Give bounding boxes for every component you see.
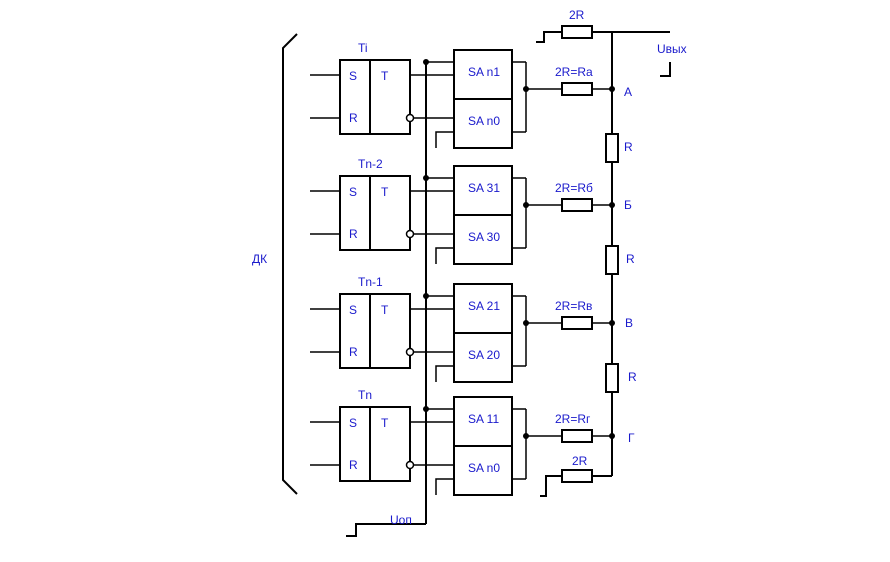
trigger-s-label: S <box>349 69 357 83</box>
branch-junction <box>523 202 529 208</box>
top-ground-symbol <box>536 31 562 43</box>
trigger-r-label: R <box>349 111 358 125</box>
branch-junction <box>523 86 529 92</box>
input-brace <box>282 33 298 495</box>
switch-ground-wire <box>435 365 454 382</box>
node-dot <box>609 202 615 208</box>
top-resistor-label: 2R <box>569 8 585 22</box>
switch-top-label: SA 31 <box>468 181 500 195</box>
switch-top-label: SA 11 <box>468 412 499 426</box>
switch-bottom <box>453 332 513 383</box>
stage-3: Tn-1 S T R SA 21 SA 20 2R=Rв В <box>310 275 633 383</box>
uop-ground-symbol <box>346 523 380 537</box>
trigger-block <box>339 59 411 135</box>
ladder-resistor-2 <box>605 245 619 275</box>
trigger-s-label: S <box>349 416 357 430</box>
switch-top <box>453 283 513 334</box>
branch-resistor <box>561 82 593 96</box>
ladder-resistor-3 <box>605 363 619 393</box>
bottom-resistor-label: 2R <box>572 454 588 468</box>
node-dot <box>609 433 615 439</box>
node-label: A <box>624 85 632 99</box>
ladder-resistor-1 <box>605 133 619 163</box>
bottom-resistor <box>561 469 593 483</box>
switch-top-label: SA 21 <box>468 299 500 313</box>
branch-resistor-label: 2R=Rг <box>555 412 591 426</box>
bottom-ground-symbol <box>540 475 562 497</box>
branch-junction <box>523 433 529 439</box>
ladder-resistor-label-3: R <box>628 370 637 384</box>
trigger-name: Tn-1 <box>358 275 383 289</box>
brace-label: ДК <box>252 252 267 266</box>
node-label: Г <box>628 431 635 445</box>
bus-junction <box>423 59 429 65</box>
trigger-r-label: R <box>349 227 358 241</box>
inverse-output-circle <box>405 460 415 470</box>
trigger-block <box>339 406 411 482</box>
switch-top <box>453 49 513 100</box>
switch-ground-wire <box>435 478 454 495</box>
switch-bottom-label: SA n0 <box>468 114 500 128</box>
trigger-name: Ti <box>358 41 368 55</box>
node-label: Б <box>624 198 632 212</box>
trigger-s-label: S <box>349 185 357 199</box>
inverse-output-circle <box>405 347 415 357</box>
branch-resistor-label: 2R=Rв <box>555 299 592 313</box>
trigger-name: Tn-2 <box>358 157 383 171</box>
trigger-name: Tn <box>358 388 372 402</box>
ladder-resistor-label-2: R <box>626 252 635 266</box>
uvyh-ground-symbol <box>660 62 671 77</box>
top-resistor <box>561 25 593 39</box>
switch-bottom-label: SA 30 <box>468 230 500 244</box>
uop-label: Uоп <box>390 513 412 527</box>
ladder-resistor-label-1: R <box>624 140 633 154</box>
switch-bottom-label: SA 20 <box>468 348 500 362</box>
switch-ground-wire <box>435 131 454 148</box>
inverse-output-circle <box>405 229 415 239</box>
uvyh-label: Uвых <box>657 42 687 56</box>
branch-resistor <box>561 316 593 330</box>
switch-top-label: SA n1 <box>468 65 500 79</box>
switch-bottom <box>453 214 513 265</box>
bus-junction <box>423 175 429 181</box>
trigger-s-label: S <box>349 303 357 317</box>
trigger-t-label: T <box>381 185 389 199</box>
node-dot <box>609 320 615 326</box>
branch-resistor-label: 2R=Rб <box>555 181 593 195</box>
trigger-block <box>339 175 411 251</box>
trigger-t-label: T <box>381 69 389 83</box>
stage-2: Tn-2 S T R SA 31 SA 30 2R=Rб Б <box>310 157 632 265</box>
trigger-r-label: R <box>349 345 358 359</box>
node-dot <box>609 86 615 92</box>
node-label: В <box>625 316 633 330</box>
trigger-r-label: R <box>349 458 358 472</box>
switch-bottom <box>453 445 513 496</box>
switch-bottom-label: SA n0 <box>468 461 500 475</box>
branch-resistor-label: 2R=Ra <box>555 65 593 79</box>
switch-bottom <box>453 98 513 149</box>
trigger-block <box>339 293 411 369</box>
branch-junction <box>523 320 529 326</box>
stage-4: Tn S T R SA 11 SA n0 2R=Rг Г <box>310 388 635 496</box>
trigger-t-label: T <box>381 416 389 430</box>
switch-ground-wire <box>435 247 454 264</box>
branch-resistor <box>561 429 593 443</box>
bus-junction <box>423 293 429 299</box>
inverse-output-circle <box>405 113 415 123</box>
trigger-t-label: T <box>381 303 389 317</box>
branch-resistor <box>561 198 593 212</box>
stage-1: Ti S T R SA n1 SA n0 2R=Ra A <box>310 41 632 149</box>
bus-junction <box>423 406 429 412</box>
switch-top <box>453 165 513 216</box>
